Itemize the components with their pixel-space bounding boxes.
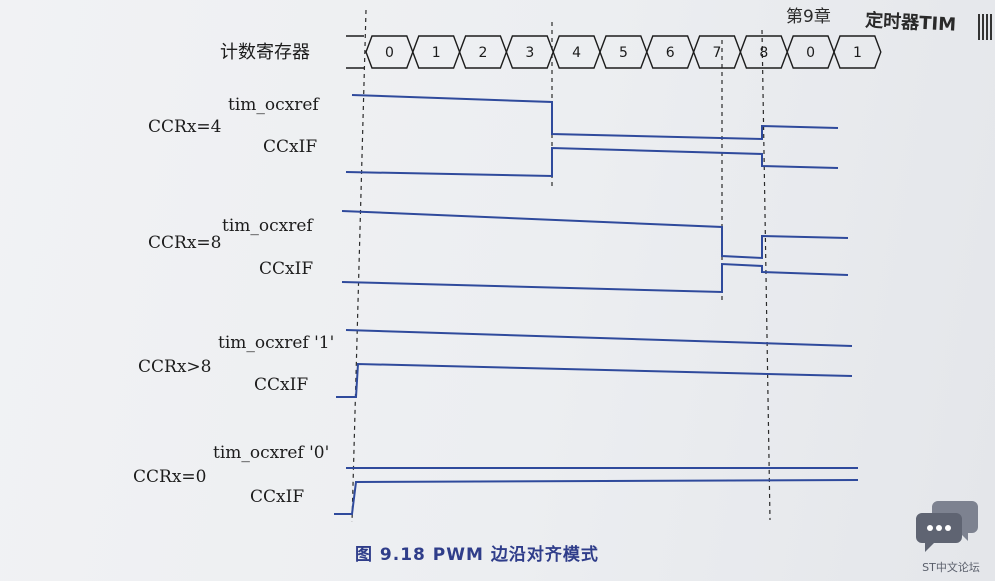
flag-label-ccr4: CCxIF: [263, 137, 317, 157]
ccxif-wave-ccr0: [334, 479, 859, 515]
counter-cell: [833, 35, 882, 69]
forum-watermark: ST中文论坛: [916, 497, 982, 577]
condition-label-ccr8: CCRx=8: [148, 233, 221, 253]
counter-value: 0: [385, 45, 394, 61]
counter-value: 6: [666, 45, 675, 61]
ref-label-ccr0: tim_ocxref '0': [213, 443, 329, 463]
ocxref-wave-ccr4: [351, 94, 839, 141]
counter-value: 3: [525, 45, 534, 61]
condition-label-ccr4: CCRx=4: [148, 117, 221, 137]
condition-label-ccr0: CCRx=0: [133, 467, 206, 487]
flag-label-ccr-gt8: CCxIF: [254, 375, 308, 395]
counter-value: 1: [432, 45, 441, 61]
counter-value: 8: [759, 45, 768, 61]
counter-bus: 0 1 2 3 4 5 6 7 8 0 1: [346, 35, 882, 69]
counter-value: 0: [806, 45, 815, 61]
flag-label-ccr8: CCxIF: [259, 259, 313, 279]
flag-label-ccr0: CCxIF: [250, 487, 304, 507]
counter-label: 计数寄存器: [220, 42, 310, 63]
ccxif-wave-ccr-gt8: [336, 362, 853, 398]
watermark-text: ST中文论坛: [922, 561, 980, 574]
ref-label-ccr8: tim_ocxref: [222, 216, 314, 236]
chapter-header: 第9章: [786, 7, 831, 27]
ref-label-ccr4: tim_ocxref: [228, 95, 320, 115]
condition-label-ccr-gt8: CCRx>8: [138, 357, 211, 377]
counter-value: 4: [572, 45, 581, 61]
chat-bubble-icon: [916, 501, 978, 552]
ccxif-wave-ccr8: [341, 262, 849, 294]
counter-value: 2: [479, 45, 488, 61]
counter-value: 5: [619, 45, 628, 61]
ccxif-wave-ccr4: [345, 146, 839, 178]
counter-value: 7: [713, 45, 722, 61]
counter-value: 1: [853, 45, 862, 61]
page-edge-bars: [978, 14, 994, 40]
guide-line-start: [351, 9, 367, 523]
guide-line-end: [761, 29, 771, 521]
ref-label-ccr-gt8: tim_ocxref '1': [218, 333, 334, 353]
ocxref-wave-ccr-gt8: [345, 329, 853, 347]
ocxref-wave-ccr8: [341, 210, 849, 260]
figure-caption: 图 9.18 PWM 边沿对齐模式: [355, 545, 599, 565]
